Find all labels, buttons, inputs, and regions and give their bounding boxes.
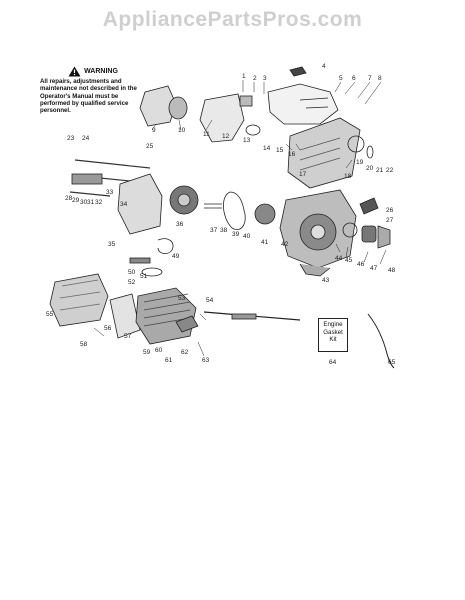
callout-45: 45 (345, 257, 353, 264)
callout-6: 6 (352, 75, 356, 82)
cylinder-part (135, 287, 197, 345)
callout-9: 9 (152, 127, 156, 134)
callout-19: 19 (356, 159, 364, 166)
callout-7: 7 (368, 75, 372, 82)
callout-52: 52 (128, 279, 136, 286)
callout-54: 54 (206, 297, 214, 304)
callout-2: 2 (253, 75, 257, 82)
callout-15: 15 (276, 147, 284, 154)
warning-heading: WARNING (84, 67, 118, 75)
callout-5: 5 (339, 75, 343, 82)
muffler-part (49, 273, 109, 327)
callout-labels: 1 2 3 4 5 6 7 8 9 10 11 12 13 14 15 16 1… (46, 63, 396, 366)
warning-body: All repairs, adjustments and maintenance… (40, 78, 137, 115)
callout-48: 48 (388, 267, 396, 274)
callout-63: 63 (202, 357, 210, 364)
callout-25: 25 (146, 143, 154, 150)
callout-39: 39 (232, 231, 240, 238)
warning-notice: WARNING All repairs, adjustments and mai… (40, 66, 146, 114)
engine-gasket-kit-label: Engine Gasket Kit (318, 318, 348, 352)
drive-shaft-part (223, 191, 246, 230)
site-title: AppliancePartsPros.com (102, 8, 363, 31)
callout-46: 46 (357, 261, 365, 268)
clutch-housing-part (117, 173, 163, 235)
callout-33: 33 (106, 189, 114, 196)
callout-40: 40 (243, 233, 251, 240)
callout-26: 26 (386, 207, 394, 214)
callout-23: 23 (67, 135, 75, 142)
callout-20: 20 (366, 165, 374, 172)
callout-17: 17 (299, 171, 307, 178)
callout-36: 36 (176, 221, 184, 228)
callout-53: 53 (178, 295, 186, 302)
callout-35: 35 (108, 241, 116, 248)
callout-65: 65 (388, 359, 396, 366)
callout-22: 22 (386, 167, 394, 174)
callout-41: 41 (261, 239, 269, 246)
callout-30: 30 (80, 199, 88, 206)
spark-plug-wire-part (157, 238, 174, 254)
callout-51: 51 (140, 273, 148, 280)
callout-31: 31 (87, 199, 95, 206)
callout-37: 37 (210, 227, 218, 234)
callout-16: 16 (288, 151, 296, 158)
callout-59: 59 (143, 349, 151, 356)
callout-28: 28 (65, 195, 73, 202)
callout-10: 10 (178, 127, 186, 134)
callout-55: 55 (46, 311, 54, 318)
air-filter-part (139, 85, 177, 127)
warning-triangle-icon (68, 66, 81, 77)
callout-12: 12 (222, 133, 230, 140)
carb-bracket-part (199, 93, 245, 143)
callout-47: 47 (370, 265, 378, 272)
callout-50: 50 (128, 269, 136, 276)
callout-18: 18 (344, 173, 352, 180)
callout-60: 60 (155, 347, 163, 354)
callout-29: 29 (72, 197, 80, 204)
callout-27: 27 (386, 217, 394, 224)
callout-56: 56 (104, 325, 112, 332)
callout-8: 8 (378, 75, 382, 82)
callout-38: 38 (220, 227, 228, 234)
callout-43: 43 (322, 277, 330, 284)
callout-32: 32 (95, 199, 103, 206)
callout-24: 24 (82, 135, 90, 142)
callout-4: 4 (322, 63, 326, 70)
callout-14: 14 (263, 145, 271, 152)
callout-34: 34 (120, 201, 128, 208)
fuel-tank-part (267, 83, 339, 125)
callout-62: 62 (181, 349, 189, 356)
callout-21: 21 (376, 167, 384, 174)
throttle-cable-part (367, 313, 395, 369)
callout-1: 1 (242, 73, 246, 80)
callout-61: 61 (165, 357, 173, 364)
callout-13: 13 (243, 137, 251, 144)
callout-3: 3 (263, 75, 267, 82)
callout-57: 57 (124, 333, 132, 340)
callout-44: 44 (335, 255, 343, 262)
callout-64: 64 (329, 359, 337, 366)
callout-49: 49 (172, 253, 180, 260)
callout-58: 58 (80, 341, 88, 348)
callout-42: 42 (281, 241, 289, 248)
callout-11: 11 (203, 131, 210, 138)
